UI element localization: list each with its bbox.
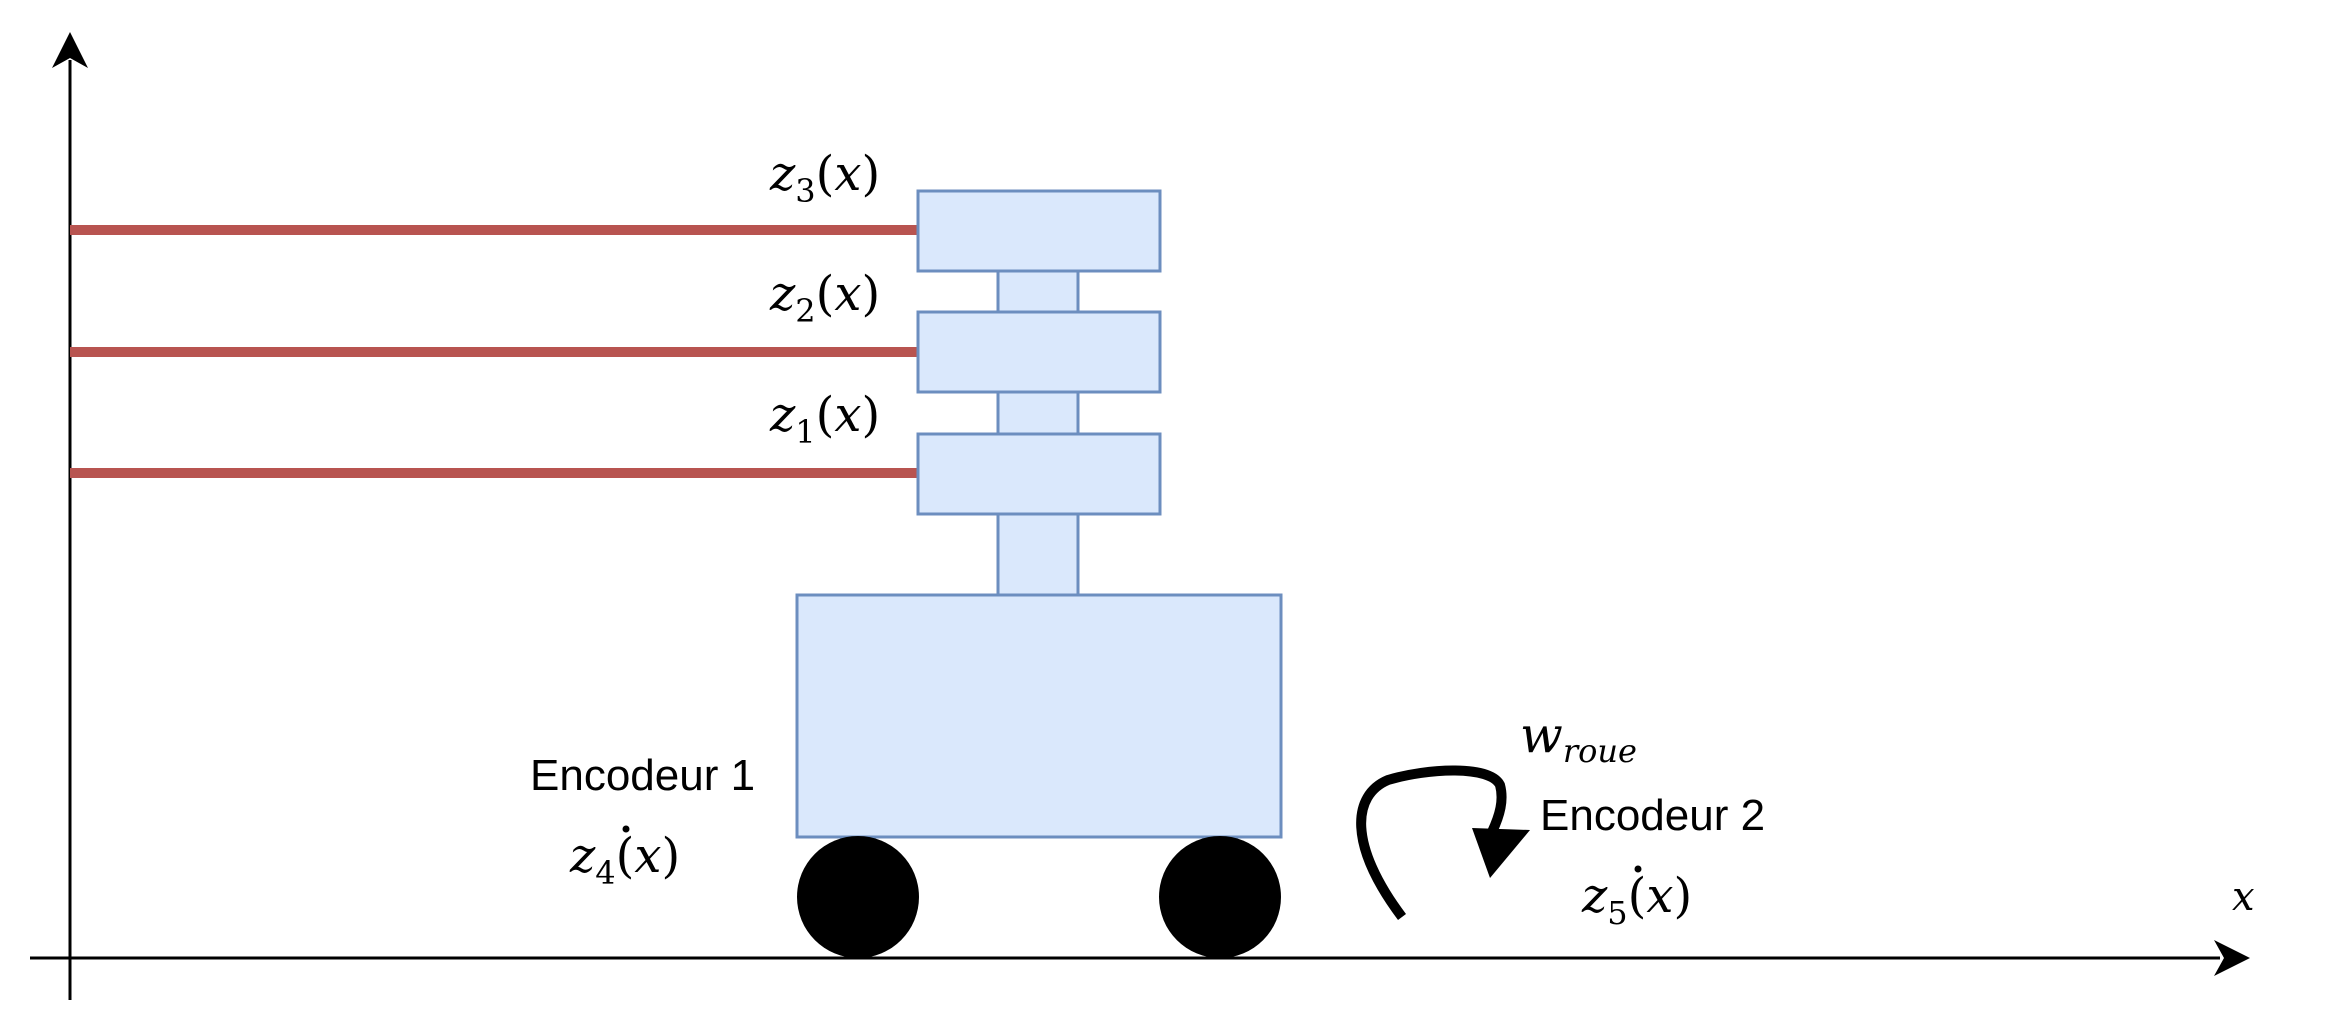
encoder-1-dot bbox=[622, 825, 630, 833]
encoder-1-name: Encodeur 1 bbox=[530, 751, 755, 800]
connector-top bbox=[996, 268, 1080, 314]
sensor-label-z2: z2(x) bbox=[769, 266, 880, 330]
x-axis-label: x bbox=[2232, 874, 2255, 920]
robot bbox=[795, 189, 1283, 958]
chassis bbox=[795, 593, 1283, 839]
encoder-2-dot bbox=[1634, 865, 1642, 873]
connector-middle bbox=[996, 390, 1080, 436]
axes: x bbox=[30, 32, 2255, 1000]
sensor-label-z1: z1(x) bbox=[769, 387, 880, 451]
sensor-block-2 bbox=[916, 310, 1162, 394]
x-axis-arrowhead bbox=[2214, 940, 2250, 976]
curved-arrow-head bbox=[1472, 828, 1530, 878]
sensor-block-1 bbox=[916, 432, 1162, 516]
encoder-2-measure: z5(x) bbox=[1581, 868, 1692, 932]
sensor-lines bbox=[70, 225, 918, 478]
encoder-1: Encodeur 1 z4(x) bbox=[530, 751, 755, 892]
wheel-right bbox=[1159, 836, 1281, 958]
connector-bottom bbox=[996, 511, 1080, 597]
encoder-1-measure: z4(x) bbox=[569, 828, 680, 892]
sensor-labels: z3(x) z2(x) z1(x) bbox=[769, 146, 880, 451]
sensor-block-3 bbox=[916, 189, 1162, 273]
curved-arrow-icon bbox=[1356, 765, 1507, 920]
encoder-2-name: Encodeur 2 bbox=[1540, 791, 1765, 840]
rotation-label: wroue bbox=[1520, 706, 1637, 770]
sensor-label-z3: z3(x) bbox=[769, 146, 880, 210]
wheel-left bbox=[797, 836, 919, 958]
y-axis-arrowhead bbox=[52, 32, 88, 68]
rotation-indicator: wroue bbox=[1356, 706, 1637, 920]
encoder-2: Encodeur 2 z5(x) bbox=[1540, 791, 1765, 932]
